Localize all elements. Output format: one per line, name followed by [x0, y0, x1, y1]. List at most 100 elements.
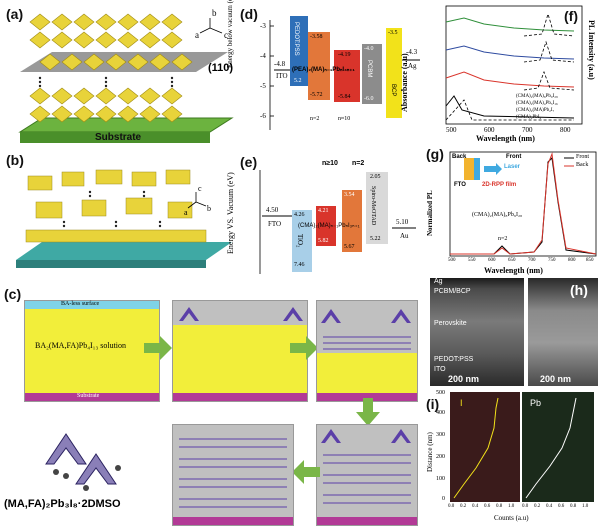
ylabel-g: Normalized PL [426, 190, 434, 236]
legend-f-4: (CMA)₂PbI₄ [516, 115, 542, 120]
absorbance-n9 [445, 17, 575, 32]
layer-ag: Ag [434, 278, 443, 285]
tio2-bar [292, 210, 312, 272]
arrow-left-icon [292, 460, 320, 484]
n10-label-e: n≥10 [322, 160, 338, 167]
substrate-front-teal [16, 260, 206, 268]
panel-a-illustration [18, 13, 234, 143]
ytick-i-5: 100 [436, 476, 445, 482]
pero-label-e: (CMA)₂(MA)ₙ₋₁PbₙI₃ₙ₊₁ [298, 223, 360, 229]
eds-profile-i [450, 392, 594, 502]
panel-d: (d) Energy below vacuum (eV) -3 -4 -5 -6… [226, 0, 424, 148]
legend-f-2: (CMA)₂(MA)₄Pb₅I₁₆ [516, 101, 558, 106]
process-step-5 [172, 424, 294, 526]
bcp-label: BCP [390, 84, 396, 97]
tio2-bottom: 7.46 [294, 262, 305, 268]
substrate-layer-c3 [317, 393, 417, 401]
panel-a-label: (a) [6, 6, 24, 22]
pcbm-homo: -6.0 [364, 96, 374, 102]
legend-f-1: (CMA)₂(MA)₈Pb₉I₂₈ [516, 94, 558, 99]
xtick-f-1: 500 [446, 126, 457, 134]
pl-n5 [523, 40, 575, 63]
substrate-layer-c [25, 393, 159, 401]
inset-film-block [474, 158, 480, 180]
substrate-layer-c5 [173, 517, 293, 525]
n2-label-g: n=2 [498, 236, 508, 242]
spacer-dots-b [62, 190, 162, 228]
pcbm-label: PCBM [366, 60, 372, 78]
growth-layer [317, 301, 417, 353]
plot-frame-g [449, 151, 597, 257]
xtick-g-6: 750 [548, 258, 556, 263]
panel-g-label: (g) [426, 146, 444, 162]
axis-a-label-b: a [184, 208, 188, 217]
intermediate-structure-icon [45, 433, 121, 491]
xtick-g-1: 500 [448, 258, 456, 263]
process-step-2 [172, 300, 308, 402]
xtick-i2-5: 0.8 [570, 504, 577, 509]
absorbance-n2 [445, 71, 575, 88]
pero-bar-n10 [334, 50, 360, 102]
panel-e-label: (e) [240, 154, 258, 170]
layer-ito: ITO [434, 366, 446, 373]
panel-g: (g) Normalized PL Back Front Laser FTO 2… [424, 142, 600, 276]
pedot-label: PEDOT:PSS [293, 22, 299, 56]
n2-label-d: n=2 [310, 116, 320, 122]
au-label: Au [400, 232, 409, 240]
ylabel-left-f: Absorbance (a.u) [400, 53, 409, 112]
inset-back-label: Back [452, 154, 467, 160]
pero-bottom-n2: 5.67 [344, 244, 355, 250]
spectra-plot-f [445, 5, 583, 125]
substrate-label-c: Substrate [77, 393, 100, 399]
xtick-i1-1: 0.0 [448, 504, 455, 509]
n10-label-d: n≈10 [338, 116, 351, 122]
pero-label-d: (PEA)₂(MA)ₙ₋₁PbₙI₃ₙ₊₁ [292, 67, 355, 73]
spiro-bottom: 5.22 [370, 236, 381, 242]
layered-film-5 [179, 438, 287, 508]
energy-diagram-d [269, 16, 420, 130]
axes-icon-b [187, 192, 207, 209]
lead-profile-line [525, 397, 577, 499]
intermediate-label: (MA,FA)₂Pb₃I₈·2DMSO [4, 498, 121, 510]
xtick-g-8: 850 [586, 258, 594, 263]
arrow-right-icon-1 [144, 336, 172, 360]
ag-value: -4.3 [406, 48, 418, 56]
panel-b-label: (b) [6, 152, 24, 168]
layer-pedot: PEDOT:PSS [434, 356, 474, 363]
octahedra-layer-bottom [29, 87, 183, 123]
process-step-3 [316, 300, 418, 402]
pl-n9 [523, 12, 575, 37]
inset-laser-label: Laser [504, 164, 521, 170]
ag-label: Ag [408, 62, 417, 70]
layer-perovskite: Perovskite [434, 320, 467, 327]
spacer-dots-a [38, 76, 174, 88]
ba-less-surface-label: BA-less surface [61, 301, 100, 307]
ytick-i-6: 0 [442, 496, 445, 502]
annotation-g: (CMA)₂(MA)₈Pb₉I₂₈ [472, 212, 523, 218]
au-value: 5.10 [396, 218, 409, 226]
intermediate-chevrons-2 [179, 307, 303, 321]
pero-top-n2: 3.54 [344, 192, 355, 198]
xtick-f-4: 800 [560, 126, 571, 134]
sem-image-2 [528, 278, 598, 386]
layered-film-4 [321, 429, 411, 504]
panel-b: (b) c a b [0, 150, 240, 282]
ito-value: -4.8 [274, 60, 286, 68]
legend-front-label: Front [576, 154, 590, 160]
panel-h-label: (h) [570, 282, 588, 298]
xtick-i1-6: 1.0 [508, 504, 515, 509]
eds-map-iodine [450, 392, 520, 502]
scale-bar-2: 200 nm [540, 374, 572, 384]
xtick-i1-5: 0.8 [496, 504, 503, 509]
tag-lead: Pb [530, 398, 542, 408]
ylabel-d: Energy below vacuum (eV) [226, 0, 234, 68]
substrate-layer-c4 [317, 517, 417, 525]
legend-back-label: Back [576, 162, 589, 168]
xtick-g-7: 800 [568, 258, 576, 263]
axis-c-label: c [224, 30, 228, 40]
ylabel-right-f: PL Intensity (a.u) [587, 20, 596, 80]
xtick-i2-2: 0.2 [534, 504, 541, 509]
panel-e: (e) Energy VS. Vacuum (eV) 4.50 FTO 4.26… [226, 150, 424, 282]
pedot-bar [290, 16, 308, 86]
